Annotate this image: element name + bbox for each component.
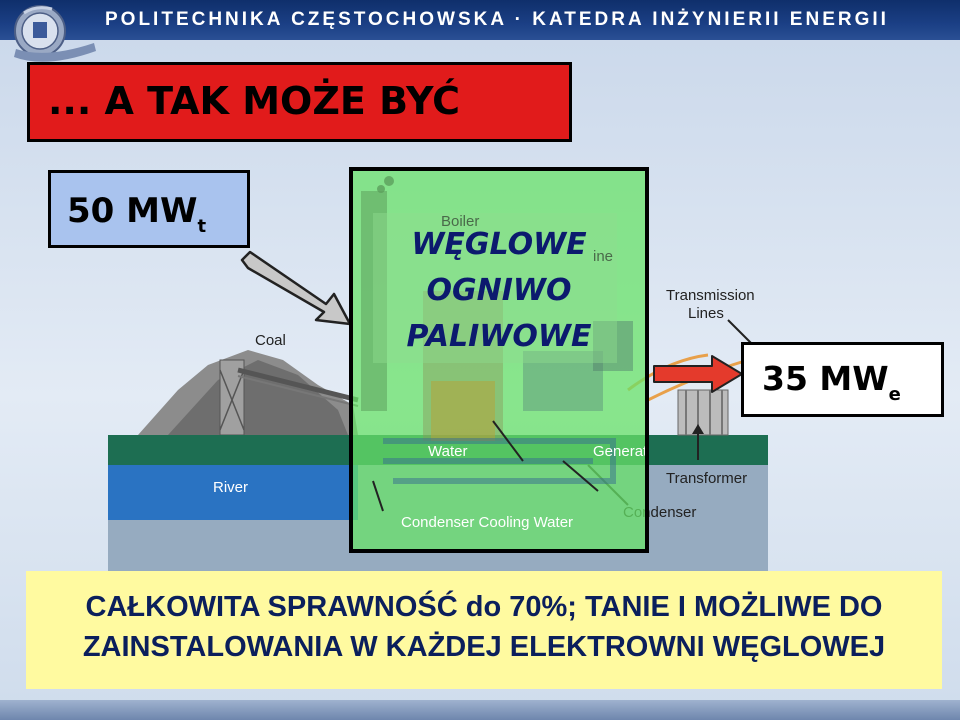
output-arrow-icon — [653, 355, 743, 393]
label-coal: Coal — [255, 332, 286, 349]
fuel-cell-line-3: PALIWOWE — [406, 319, 592, 354]
coal-conveyor — [237, 367, 359, 403]
slide-title: ... A TAK MOŻE BYĆ — [48, 79, 461, 123]
fuel-cell-line-2: OGNIWO — [426, 273, 572, 308]
river — [108, 465, 358, 520]
label-water: Water — [428, 443, 467, 460]
label-river: River — [213, 479, 248, 496]
label-condenser-cooling-water: Condenser Cooling Water — [401, 514, 573, 531]
label-transmission: Transmission — [666, 287, 755, 304]
input-power-subscript: t — [197, 216, 207, 237]
label-generator: Generator — [593, 443, 645, 460]
label-boiler: Boiler — [441, 213, 479, 230]
fuel-cell-overlay: Boiler ine Water Generator Condenser Coo… — [349, 167, 649, 553]
label-turbine-fragment: ine — [593, 248, 613, 265]
footer-band — [0, 700, 960, 720]
header-title: POLITECHNIKA CZĘSTOCHOWSKA · KATEDRA INŻ… — [105, 9, 889, 30]
fuel-cell-line-1: WĘGLOWE — [411, 227, 587, 262]
label-transformer: Transformer — [666, 470, 747, 487]
output-power-box: 35 MWe — [741, 342, 944, 417]
output-power-subscript: e — [888, 384, 901, 405]
output-power-value: 35 MWe — [762, 359, 901, 405]
slide-title-box: ... A TAK MOŻE BYĆ — [27, 62, 572, 142]
input-power-box: 50 MWt — [48, 170, 250, 248]
university-logo-icon — [14, 5, 96, 62]
summary-line-2: ZAINSTALOWANIA W KAŻDEJ ELEKTROWNI WĘGLO… — [82, 631, 886, 663]
summary-line-1: CAŁKOWITA SPRAWNOŚĆ do 70%; TANIE I MOŻL… — [85, 591, 883, 623]
input-power-value: 50 MWt — [67, 191, 207, 237]
header-band: POLITECHNIKA CZĘSTOCHOWSKA · KATEDRA INŻ… — [0, 0, 960, 40]
power-plant-diagram: Coal Transmission Lines River Transforme… — [108, 287, 768, 572]
boiler-detail: Boiler ine Water Generator Condenser Coo… — [361, 176, 645, 531]
label-lines: Lines — [688, 305, 724, 322]
summary-box: CAŁKOWITA SPRAWNOŚĆ do 70%; TANIE I MOŻL… — [26, 571, 942, 689]
